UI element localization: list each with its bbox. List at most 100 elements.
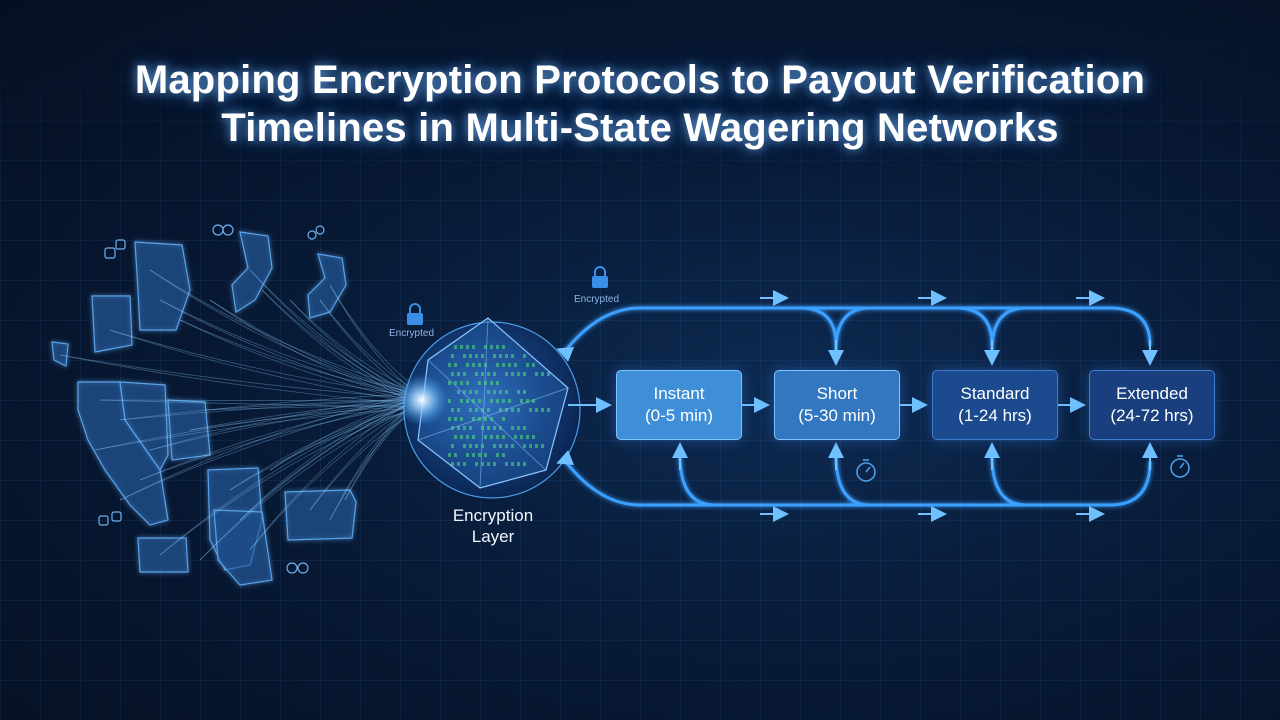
- data-ray: [189, 398, 425, 431]
- code-glyph: [487, 408, 490, 412]
- code-glyph: [499, 354, 502, 358]
- stage-short: Short (5-30 min): [774, 370, 900, 440]
- code-glyph: [478, 417, 481, 421]
- bottom-loop-2: [678, 453, 717, 507]
- code-glyph: [487, 390, 490, 394]
- code-glyph: [496, 381, 499, 385]
- top-loop-3: [990, 306, 1028, 352]
- stage-name: Instant: [653, 384, 705, 403]
- state-new-jersey-2: [307, 253, 347, 319]
- data-ray: [159, 299, 425, 396]
- code-glyph: [457, 426, 460, 430]
- code-glyph: [499, 426, 502, 430]
- code-glyph: [547, 408, 550, 412]
- code-glyph: [472, 435, 475, 439]
- code-glyph: [493, 462, 496, 466]
- code-glyph: [454, 417, 457, 421]
- data-ray: [119, 398, 425, 421]
- code-glyph: [532, 399, 535, 403]
- encryption-label-line1: Encryption: [452, 506, 534, 525]
- code-glyph: [493, 426, 496, 430]
- code-glyph: [472, 399, 475, 403]
- data-ray: [59, 354, 425, 400]
- code-glyph: [460, 417, 463, 421]
- code-glyph: [529, 408, 532, 412]
- code-glyph: [526, 363, 529, 367]
- code-glyph: [487, 462, 490, 466]
- code-glyph: [487, 426, 490, 430]
- code-glyph: [472, 417, 475, 421]
- code-glyph: [469, 354, 472, 358]
- code-glyph: [475, 408, 478, 412]
- data-ray: [119, 392, 425, 421]
- code-glyph: [481, 444, 484, 448]
- code-glyph: [541, 408, 544, 412]
- state-oregon-area: [91, 295, 133, 353]
- code-glyph: [496, 345, 499, 349]
- code-glyph: [481, 462, 484, 466]
- code-glyph: [502, 345, 505, 349]
- code-glyph: [517, 462, 520, 466]
- code-glyph: [499, 444, 502, 448]
- code-glyph: [502, 417, 505, 421]
- code-glyph: [487, 372, 490, 376]
- code-glyph: [517, 426, 520, 430]
- data-ray: [159, 404, 425, 556]
- code-glyph: [466, 453, 469, 457]
- code-glyph: [493, 354, 496, 358]
- code-glyph: [481, 372, 484, 376]
- data-ray: [109, 329, 425, 404]
- code-glyph: [502, 435, 505, 439]
- code-glyph: [484, 345, 487, 349]
- code-glyph: [481, 408, 484, 412]
- data-ray: [159, 299, 425, 402]
- code-glyph: [448, 417, 451, 421]
- code-glyph: [523, 372, 526, 376]
- code-glyph: [451, 354, 454, 358]
- data-ray: [189, 404, 425, 431]
- encryption-sphere: [396, 317, 581, 499]
- top-merge-1: [798, 306, 838, 347]
- lock-icon: [407, 303, 423, 325]
- code-glyph: [526, 435, 529, 439]
- code-glyph: [490, 435, 493, 439]
- code-glyph: [460, 381, 463, 385]
- code-glyph: [499, 390, 502, 394]
- code-glyph: [466, 381, 469, 385]
- data-ray: [109, 329, 425, 398]
- code-glyph: [517, 408, 520, 412]
- code-glyph: [517, 390, 520, 394]
- data-ray: [149, 400, 425, 451]
- code-glyph: [484, 417, 487, 421]
- code-glyph: [508, 399, 511, 403]
- stage-extended: Extended (24-72 hrs): [1089, 370, 1215, 440]
- stage-name: Extended: [1116, 384, 1188, 403]
- title-line-2: Timelines in Multi-State Wagering Networ…: [221, 106, 1059, 150]
- code-glyph: [463, 444, 466, 448]
- code-glyph: [505, 408, 508, 412]
- code-glyph: [511, 408, 514, 412]
- data-ray: [119, 392, 425, 501]
- code-glyph: [505, 390, 508, 394]
- data-ray: [139, 396, 425, 481]
- bottom-loop-path: [564, 460, 1152, 507]
- data-ray: [209, 299, 425, 398]
- code-glyph: [496, 435, 499, 439]
- code-glyph: [463, 462, 466, 466]
- code-glyph: [490, 381, 493, 385]
- code-glyph: [448, 363, 451, 367]
- code-glyph: [526, 399, 529, 403]
- code-glyph: [454, 345, 457, 349]
- code-glyph: [466, 363, 469, 367]
- data-ray: [159, 398, 425, 556]
- code-glyph: [523, 390, 526, 394]
- encryption-layer-label: Encryption Layer: [418, 505, 568, 547]
- code-glyph: [529, 444, 532, 448]
- code-glyph: [508, 363, 511, 367]
- state-new-jersey-1: [231, 231, 273, 313]
- code-glyph: [469, 426, 472, 430]
- data-ray: [179, 319, 425, 404]
- code-glyph: [454, 381, 457, 385]
